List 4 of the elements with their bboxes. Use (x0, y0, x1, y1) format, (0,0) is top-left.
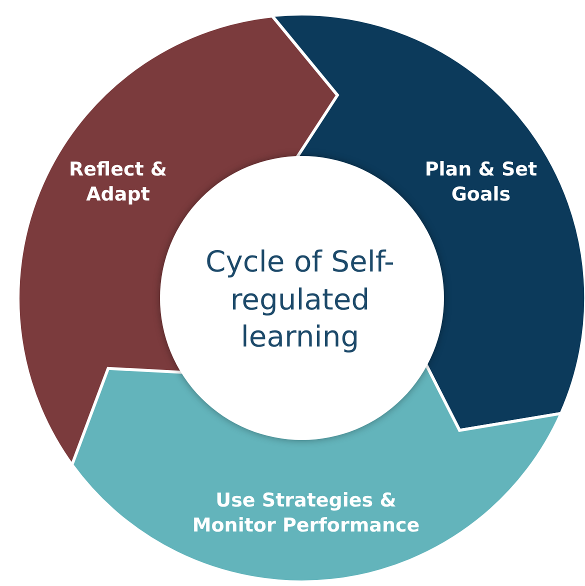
step-label: Reflect & Adapt (68, 157, 168, 207)
center-title: Cycle of Self-regulated learning (204, 243, 396, 356)
step-label: Use Strategies & Monitor Performance (191, 488, 421, 538)
step-label: Plan & Set Goals (424, 157, 538, 207)
